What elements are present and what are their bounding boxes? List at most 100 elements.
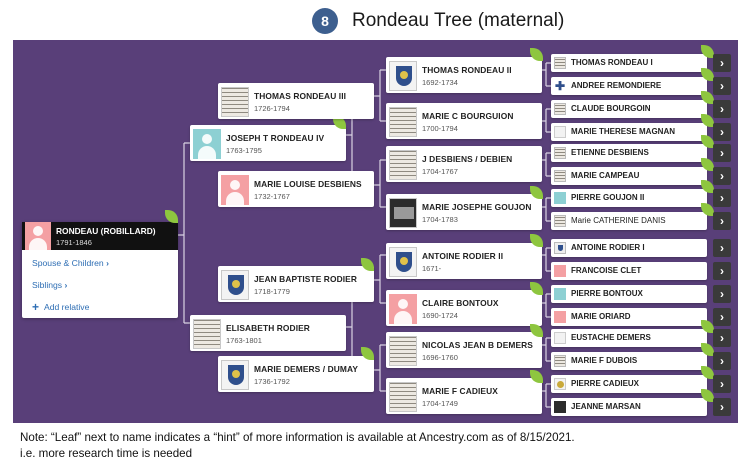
- person-card-gg-grandparent-11[interactable]: PIERRE BONTOUX: [551, 285, 707, 303]
- person-card-great-grandparent-6[interactable]: CLAIRE BONTOUX 1690-1724: [386, 290, 542, 326]
- hint-leaf-icon[interactable]: [701, 158, 714, 171]
- expand-arrow-button[interactable]: ›: [713, 352, 731, 370]
- person-card-gg-grandparent-15[interactable]: PIERRE CADIEUX: [551, 375, 707, 393]
- person-name: JOSEPH T RONDEAU IV: [226, 133, 325, 143]
- person-card-grandparent-1[interactable]: THOMAS RONDEAU III 1726-1794: [218, 83, 374, 119]
- family-crest-icon: [221, 360, 249, 390]
- document-thumbnail-icon: [554, 355, 566, 367]
- person-dates: 1671-: [422, 264, 442, 273]
- expand-arrow-button[interactable]: ›: [713, 398, 731, 416]
- person-card-great-grandparent-8[interactable]: MARIE F CADIEUX 1704-1749: [386, 378, 542, 414]
- person-card-parent-2[interactable]: ELISABETH RODIER 1763-1801: [190, 315, 346, 351]
- person-card-gg-grandparent-4[interactable]: MARIE THERESE MAGNAN: [551, 123, 707, 141]
- expand-arrow-button[interactable]: ›: [713, 100, 731, 118]
- document-thumbnail-icon: [389, 382, 417, 412]
- expand-arrow-button[interactable]: ›: [713, 77, 731, 95]
- hint-leaf-icon[interactable]: [701, 68, 714, 81]
- hint-leaf-icon[interactable]: [165, 210, 178, 223]
- person-card-great-grandparent-4[interactable]: MARIE JOSEPHE GOUJON 1704-1783: [386, 194, 542, 230]
- hint-leaf-icon[interactable]: [701, 114, 714, 127]
- person-card-great-grandparent-7[interactable]: NICOLAS JEAN B DEMERS 1696-1760: [386, 332, 542, 368]
- focus-person-card[interactable]: RONDEAU (ROBILLARD) 1791-1846 Spouse & C…: [22, 222, 178, 318]
- person-card-grandparent-2[interactable]: MARIE LOUISE DESBIENS 1732-1767: [218, 171, 374, 207]
- hint-leaf-icon[interactable]: [530, 324, 543, 337]
- expand-arrow-button[interactable]: ›: [713, 375, 731, 393]
- spouse-children-link[interactable]: Spouse & Children ›: [32, 258, 109, 268]
- person-card-gg-grandparent-16[interactable]: JEANNE MARSAN: [551, 398, 707, 416]
- hint-leaf-icon[interactable]: [701, 135, 714, 148]
- hint-leaf-icon[interactable]: [701, 180, 714, 193]
- person-card-grandparent-4[interactable]: MARIE DEMERS / DUMAY 1736-1792: [218, 356, 374, 392]
- hint-leaf-icon[interactable]: [701, 45, 714, 58]
- hint-leaf-icon[interactable]: [530, 234, 543, 247]
- hint-leaf-icon[interactable]: [361, 258, 374, 271]
- hint-leaf-icon[interactable]: [701, 91, 714, 104]
- expand-arrow-button[interactable]: ›: [713, 144, 731, 162]
- person-card-parent-1[interactable]: JOSEPH T RONDEAU IV 1763-1795: [190, 125, 346, 161]
- person-card-gg-grandparent-5[interactable]: ETIENNE DESBIENS: [551, 144, 707, 162]
- person-card-gg-grandparent-1[interactable]: THOMAS RONDEAU I: [551, 54, 707, 72]
- expand-arrow-button[interactable]: ›: [713, 239, 731, 257]
- person-card-gg-grandparent-12[interactable]: MARIE ORIARD: [551, 308, 707, 326]
- hint-leaf-icon[interactable]: [701, 343, 714, 356]
- hint-leaf-icon[interactable]: [333, 116, 346, 129]
- person-dates: 1763-1801: [226, 336, 262, 345]
- hint-leaf-icon[interactable]: [530, 48, 543, 61]
- person-card-gg-grandparent-7[interactable]: PIERRE GOUJON II: [551, 189, 707, 207]
- expand-arrow-button[interactable]: ›: [713, 167, 731, 185]
- person-name: MARIE THERESE MAGNAN: [571, 127, 676, 136]
- person-name: FRANCOISE CLET: [571, 266, 642, 275]
- hint-leaf-icon[interactable]: [701, 320, 714, 333]
- expand-arrow-button[interactable]: ›: [713, 212, 731, 230]
- expand-arrow-button[interactable]: ›: [713, 329, 731, 347]
- hint-leaf-icon[interactable]: [701, 203, 714, 216]
- person-name: PIERRE GOUJON II: [571, 193, 645, 202]
- hint-leaf-icon[interactable]: [361, 347, 374, 360]
- expand-arrow-button[interactable]: ›: [713, 285, 731, 303]
- family-crest-icon: [389, 247, 417, 277]
- person-card-great-grandparent-3[interactable]: J DESBIENS / DEBIEN 1704-1767: [386, 146, 542, 182]
- hint-leaf-icon[interactable]: [530, 370, 543, 383]
- person-name: MARIE C BOURGUION: [422, 111, 514, 121]
- add-relative-link[interactable]: Add relative: [44, 302, 90, 312]
- person-card-grandparent-3[interactable]: JEAN BAPTISTE RODIER 1718-1779: [218, 266, 374, 302]
- person-card-great-grandparent-2[interactable]: MARIE C BOURGUION 1700-1794: [386, 103, 542, 139]
- siblings-link[interactable]: Siblings ›: [32, 280, 67, 290]
- expand-arrow-button[interactable]: ›: [713, 308, 731, 326]
- person-dates: 1726-1794: [254, 104, 290, 113]
- person-card-gg-grandparent-3[interactable]: CLAUDE BOURGOIN: [551, 100, 707, 118]
- person-card-great-grandparent-1[interactable]: THOMAS RONDEAU II 1692-1734: [386, 57, 542, 93]
- document-thumbnail-icon: [554, 103, 566, 115]
- person-dates: 1704-1783: [422, 215, 458, 224]
- expand-arrow-button[interactable]: ›: [713, 189, 731, 207]
- person-name: CLAIRE BONTOUX: [422, 298, 499, 308]
- person-name: MARIE F CADIEUX: [422, 386, 498, 396]
- person-card-gg-grandparent-6[interactable]: MARIE CAMPEAU: [551, 167, 707, 185]
- person-card-gg-grandparent-2[interactable]: ✚ ANDREE REMONDIERE: [551, 77, 707, 95]
- person-card-gg-grandparent-10[interactable]: FRANCOISE CLET: [551, 262, 707, 280]
- family-crest-icon: [554, 242, 566, 254]
- chevron-right-icon: ›: [106, 258, 109, 268]
- hint-leaf-icon[interactable]: [530, 282, 543, 295]
- plus-icon[interactable]: +: [32, 300, 40, 314]
- pedigree-tree[interactable]: RONDEAU (ROBILLARD) 1791-1846 Spouse & C…: [13, 40, 738, 423]
- person-dates: 1690-1724: [422, 311, 458, 320]
- expand-arrow-button[interactable]: ›: [713, 123, 731, 141]
- focus-header[interactable]: RONDEAU (ROBILLARD) 1791-1846: [22, 222, 178, 250]
- person-card-gg-grandparent-8[interactable]: Marie CATHERINE DANIS: [551, 212, 707, 230]
- person-card-great-grandparent-5[interactable]: ANTOINE RODIER II 1671-: [386, 243, 542, 279]
- male-avatar-icon: [554, 192, 566, 204]
- hint-leaf-icon[interactable]: [701, 366, 714, 379]
- family-crest-icon: [389, 61, 417, 91]
- person-card-gg-grandparent-14[interactable]: MARIE F DUBOIS: [551, 352, 707, 370]
- person-card-gg-grandparent-9[interactable]: ANTOINE RODIER I: [551, 239, 707, 257]
- expand-arrow-button[interactable]: ›: [713, 54, 731, 72]
- hint-leaf-icon[interactable]: [530, 186, 543, 199]
- person-name: PIERRE CADIEUX: [571, 379, 640, 388]
- person-card-gg-grandparent-13[interactable]: EUSTACHE DEMERS: [551, 329, 707, 347]
- hint-leaf-icon[interactable]: [701, 389, 714, 402]
- expand-arrow-button[interactable]: ›: [713, 262, 731, 280]
- female-avatar-icon: [554, 311, 566, 323]
- female-avatar-icon: [389, 294, 417, 324]
- person-dates: 1704-1749: [422, 399, 458, 408]
